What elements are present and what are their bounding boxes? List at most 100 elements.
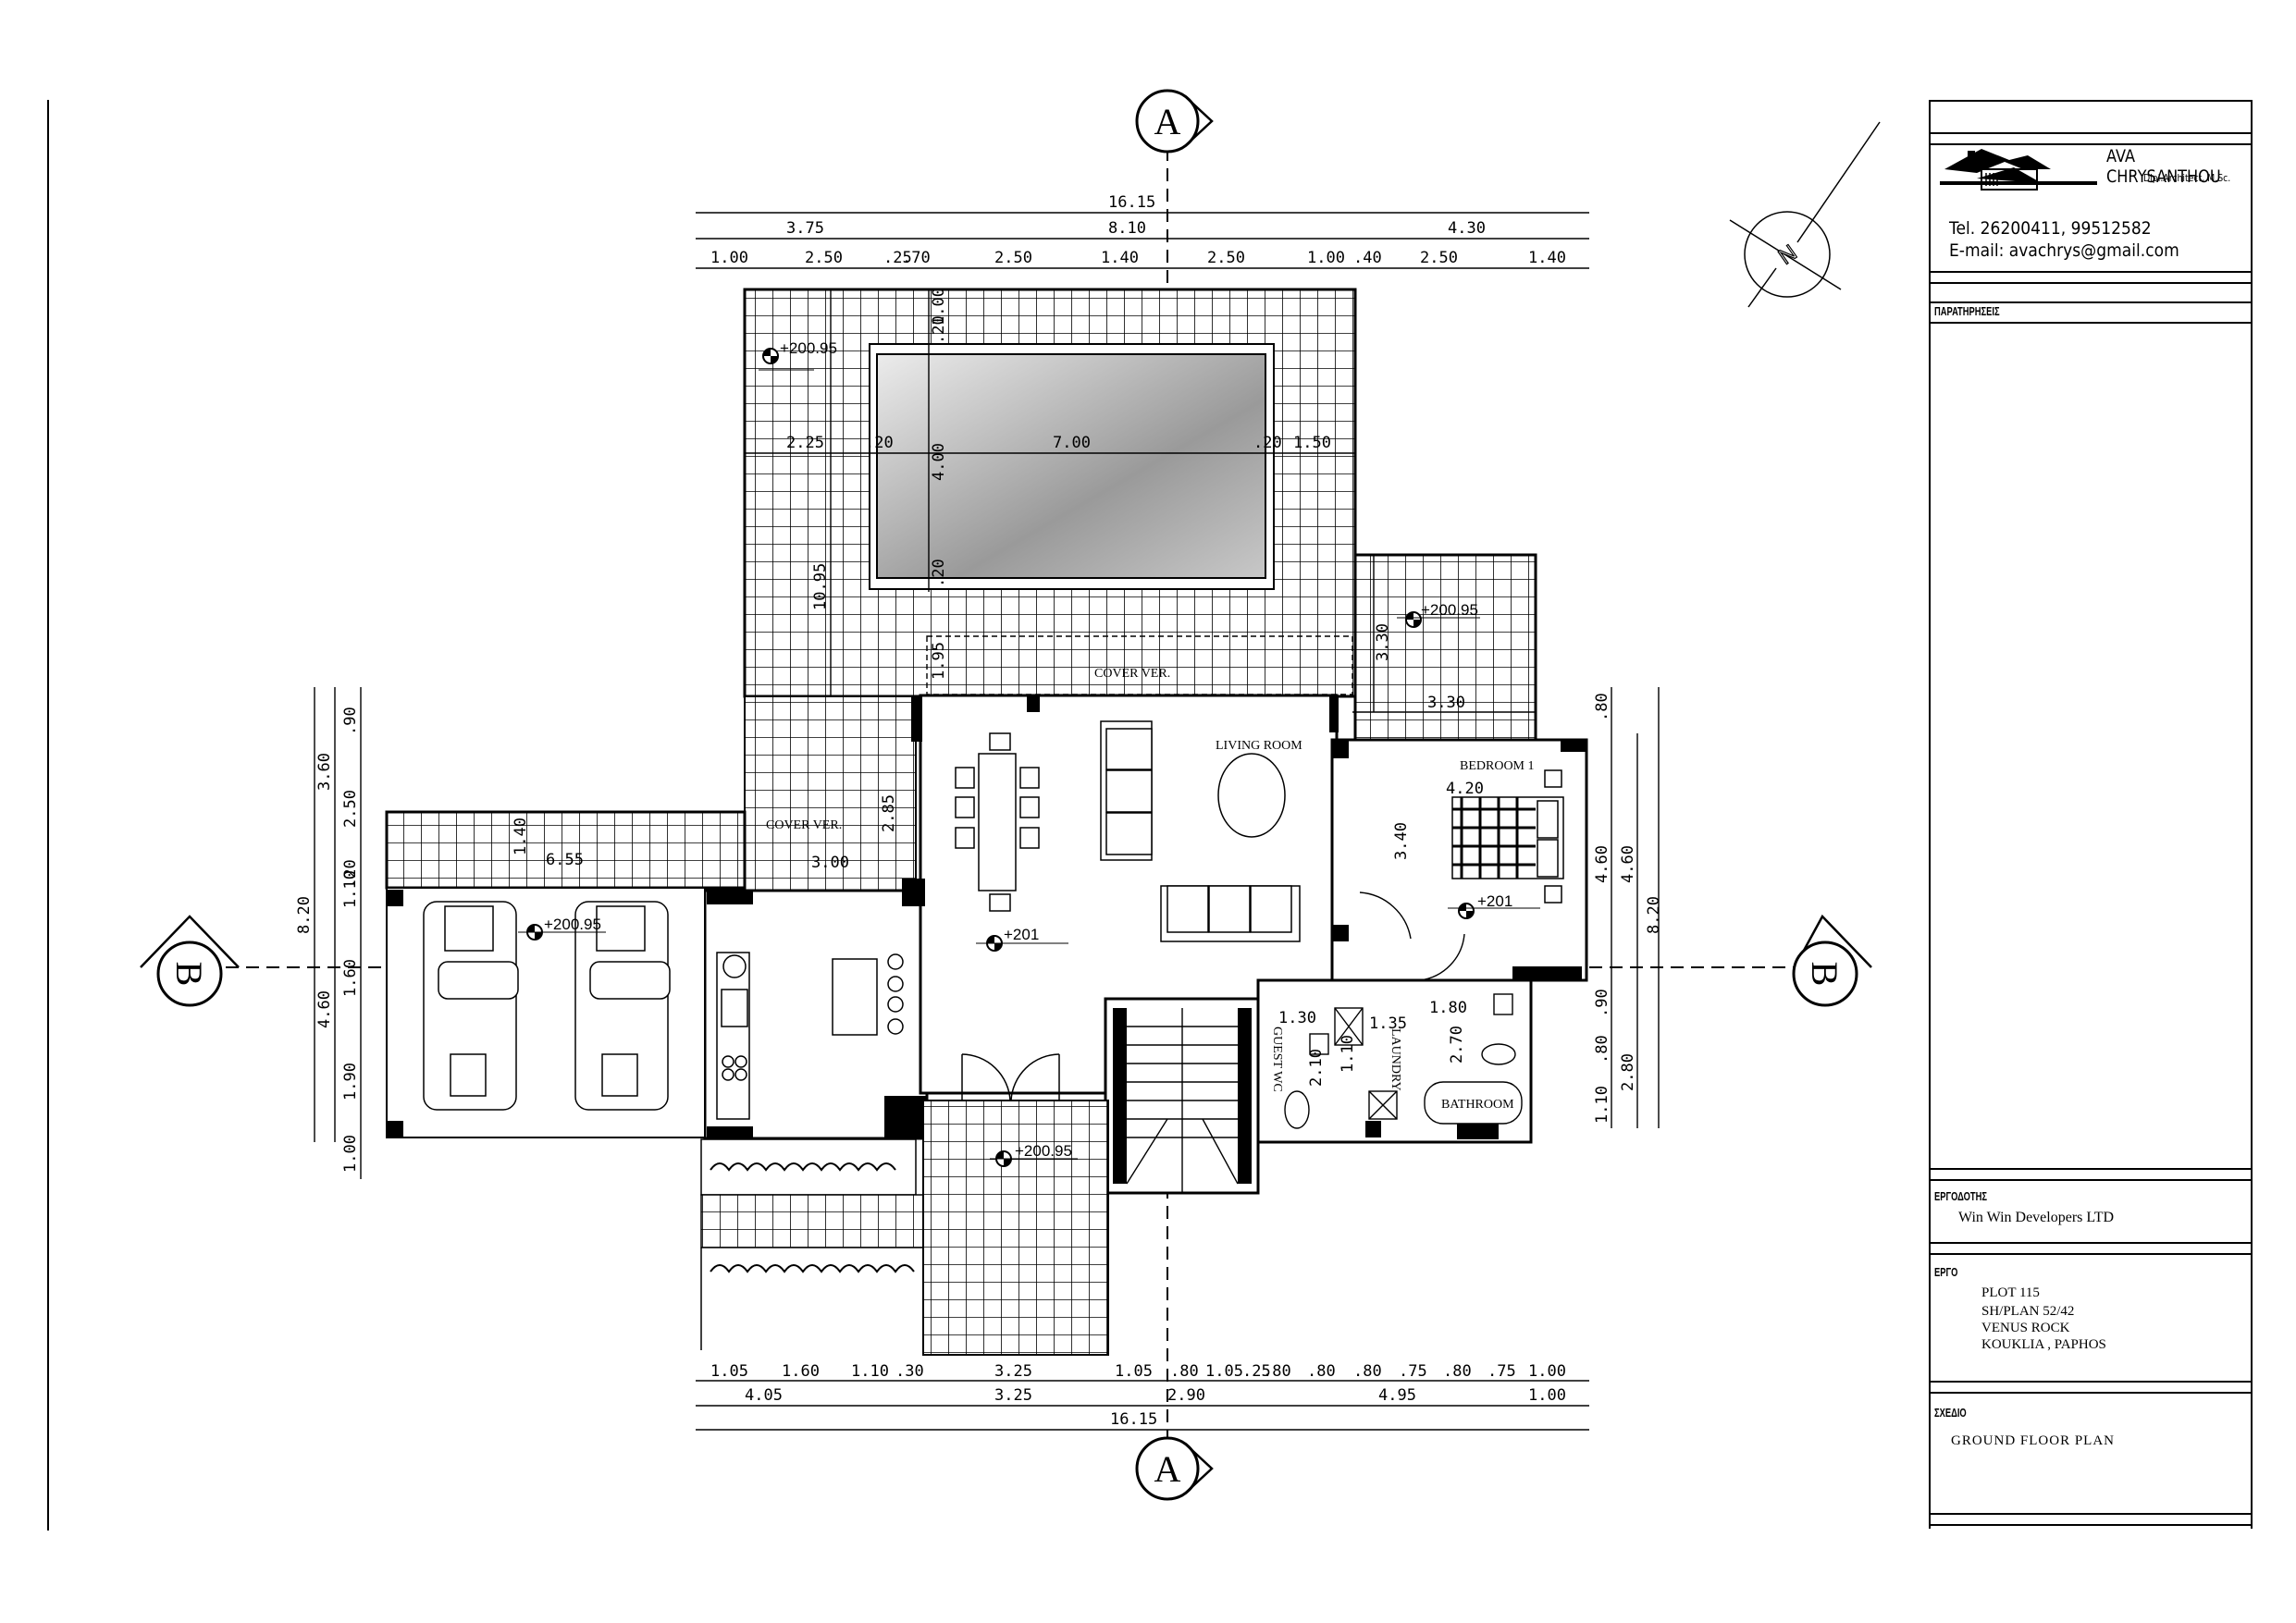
dimension-text: 16.15 3.75 8.10 4.30 1.00 2.50 .25 .70 2… — [295, 193, 1663, 1429]
svg-text:4.60: 4.60 — [1619, 845, 1637, 883]
svg-text:4.20: 4.20 — [1446, 780, 1484, 798]
svg-text:1.10: 1.10 — [1593, 1086, 1611, 1124]
svg-text:.20: .20 — [1253, 434, 1282, 452]
svg-text:B: B — [1804, 962, 1845, 987]
svg-text:2.85: 2.85 — [880, 794, 898, 832]
level-marker-bedroom: +201 — [1448, 892, 1540, 919]
svg-text:1.95: 1.95 — [930, 642, 948, 680]
architect-name: AVA CHRYSANTHOU — [2106, 146, 2221, 187]
label-guest-wc: GUEST WC — [1270, 1027, 1284, 1092]
section-marker-a-top: A — [1135, 89, 1214, 154]
svg-text:3.25: 3.25 — [994, 1362, 1032, 1381]
project-district: KOUKLIA , PAPHOS — [1981, 1337, 2106, 1352]
svg-text:.75: .75 — [1487, 1362, 1516, 1381]
svg-text:A: A — [1154, 1448, 1181, 1490]
svg-text:.80: .80 — [1263, 1362, 1291, 1381]
svg-text:4.95: 4.95 — [1378, 1386, 1416, 1405]
svg-text:.30: .30 — [895, 1362, 924, 1381]
sofa-horizontal — [1160, 885, 1301, 942]
svg-text:1.10: 1.10 — [341, 870, 360, 908]
project-label: ΕΡΓΟ — [1934, 1265, 1958, 1279]
svg-text:4.00: 4.00 — [930, 443, 948, 481]
svg-text:7.00: 7.00 — [1053, 434, 1091, 452]
svg-text:3.60: 3.60 — [315, 753, 334, 791]
svg-text:2.80: 2.80 — [1619, 1053, 1637, 1091]
drawing-label: ΣΧΕΔΙΟ — [1934, 1406, 1967, 1420]
label-bedroom-1: BEDROOM 1 — [1460, 759, 1535, 773]
level-marker-entrance: +200.95 — [990, 1142, 1078, 1167]
svg-text:.25: .25 — [1242, 1362, 1271, 1381]
svg-text:+201: +201 — [1477, 892, 1512, 910]
svg-text:8.20: 8.20 — [1645, 896, 1663, 934]
level-markers: +200.95 +200.95 +200.95 +201 +201 +200.9… — [518, 339, 1540, 1167]
svg-text:1.30: 1.30 — [1278, 1009, 1316, 1027]
kitchen-island — [716, 952, 904, 1120]
svg-text:.80: .80 — [1593, 693, 1611, 721]
svg-text:2.10: 2.10 — [1307, 1049, 1326, 1087]
svg-text:.25: .25 — [883, 249, 912, 267]
architect-logo-icon — [1940, 141, 2097, 197]
svg-text:2.50: 2.50 — [805, 249, 843, 267]
north-arrow-icon: N — [1729, 121, 1881, 308]
svg-text:1.10: 1.10 — [1339, 1035, 1357, 1073]
svg-text:2.90: 2.90 — [1167, 1386, 1205, 1405]
svg-text:4.05: 4.05 — [745, 1386, 783, 1405]
dimension-lines — [314, 212, 1660, 1431]
svg-text:N: N — [1774, 240, 1802, 270]
svg-text:3.30: 3.30 — [1427, 694, 1465, 712]
label-laundry: LAUNDRY — [1389, 1028, 1402, 1091]
svg-text:2.50: 2.50 — [1207, 249, 1245, 267]
svg-text:2.70: 2.70 — [1448, 1026, 1466, 1064]
section-marker-a-bottom: A — [1135, 1436, 1214, 1501]
svg-text:16.15: 16.15 — [1110, 1410, 1157, 1429]
svg-text:.80: .80 — [1443, 1362, 1472, 1381]
bedroom-door — [1359, 891, 1465, 981]
entrance-door — [961, 1053, 1060, 1105]
svg-text:3.25: 3.25 — [994, 1386, 1032, 1405]
sofa-vertical — [1100, 720, 1153, 861]
client-label: ΕΡΓΟΔΟΤΗΣ — [1934, 1189, 1987, 1203]
svg-text:1.40: 1.40 — [1528, 249, 1566, 267]
title-block: AVA CHRYSANTHOU Dipl.Architect, M.Sc. Te… — [1929, 100, 2253, 1529]
svg-text:.90: .90 — [341, 707, 360, 735]
svg-text:+200.95: +200.95 — [544, 916, 601, 933]
svg-text:.20: .20 — [930, 315, 948, 344]
svg-text:+200.95: +200.95 — [1421, 601, 1478, 619]
svg-text:1.90: 1.90 — [341, 1063, 360, 1100]
svg-text:.80: .80 — [1593, 1035, 1611, 1064]
svg-text:10.95: 10.95 — [811, 563, 830, 610]
svg-text:1.05: 1.05 — [710, 1362, 748, 1381]
staircase — [1126, 1008, 1239, 1193]
svg-text:.90: .90 — [1593, 989, 1611, 1017]
label-bathroom: BATHROOM — [1441, 1098, 1514, 1112]
svg-text:8.20: 8.20 — [295, 896, 314, 934]
svg-text:B: B — [168, 962, 210, 987]
svg-text:8.10: 8.10 — [1108, 219, 1146, 238]
svg-text:A: A — [1154, 101, 1181, 142]
svg-text:1.60: 1.60 — [341, 959, 360, 997]
svg-text:1.35: 1.35 — [1369, 1014, 1407, 1033]
svg-text:16.15: 16.15 — [1108, 193, 1155, 212]
svg-text:6.55: 6.55 — [546, 851, 584, 869]
svg-text:.75: .75 — [1399, 1362, 1427, 1381]
svg-text:+201: +201 — [1004, 926, 1039, 943]
svg-text:1.60: 1.60 — [782, 1362, 820, 1381]
svg-text:.40: .40 — [1353, 249, 1382, 267]
svg-text:+200.95: +200.95 — [1015, 1142, 1072, 1160]
svg-text:+200.95: +200.95 — [780, 339, 837, 357]
svg-text:3.00: 3.00 — [811, 854, 849, 872]
svg-text:2.50: 2.50 — [994, 249, 1032, 267]
parked-cars — [423, 901, 671, 1111]
svg-text:.80: .80 — [1170, 1362, 1199, 1381]
remarks-label: ΠΑΡΑΤΗΡΗΣΕΙΣ — [1934, 304, 2000, 318]
svg-text:2.25: 2.25 — [786, 434, 824, 452]
svg-text:.70: .70 — [902, 249, 931, 267]
svg-text:1.00: 1.00 — [710, 249, 748, 267]
project-shplan: SH/PLAN 52/42 — [1981, 1304, 2075, 1319]
level-marker-carport: +200.95 — [518, 916, 606, 941]
svg-text:1.50: 1.50 — [1293, 434, 1331, 452]
svg-text:.20: .20 — [930, 559, 948, 587]
section-marker-b-left: B — [140, 915, 240, 1007]
planters — [700, 1100, 1109, 1356]
